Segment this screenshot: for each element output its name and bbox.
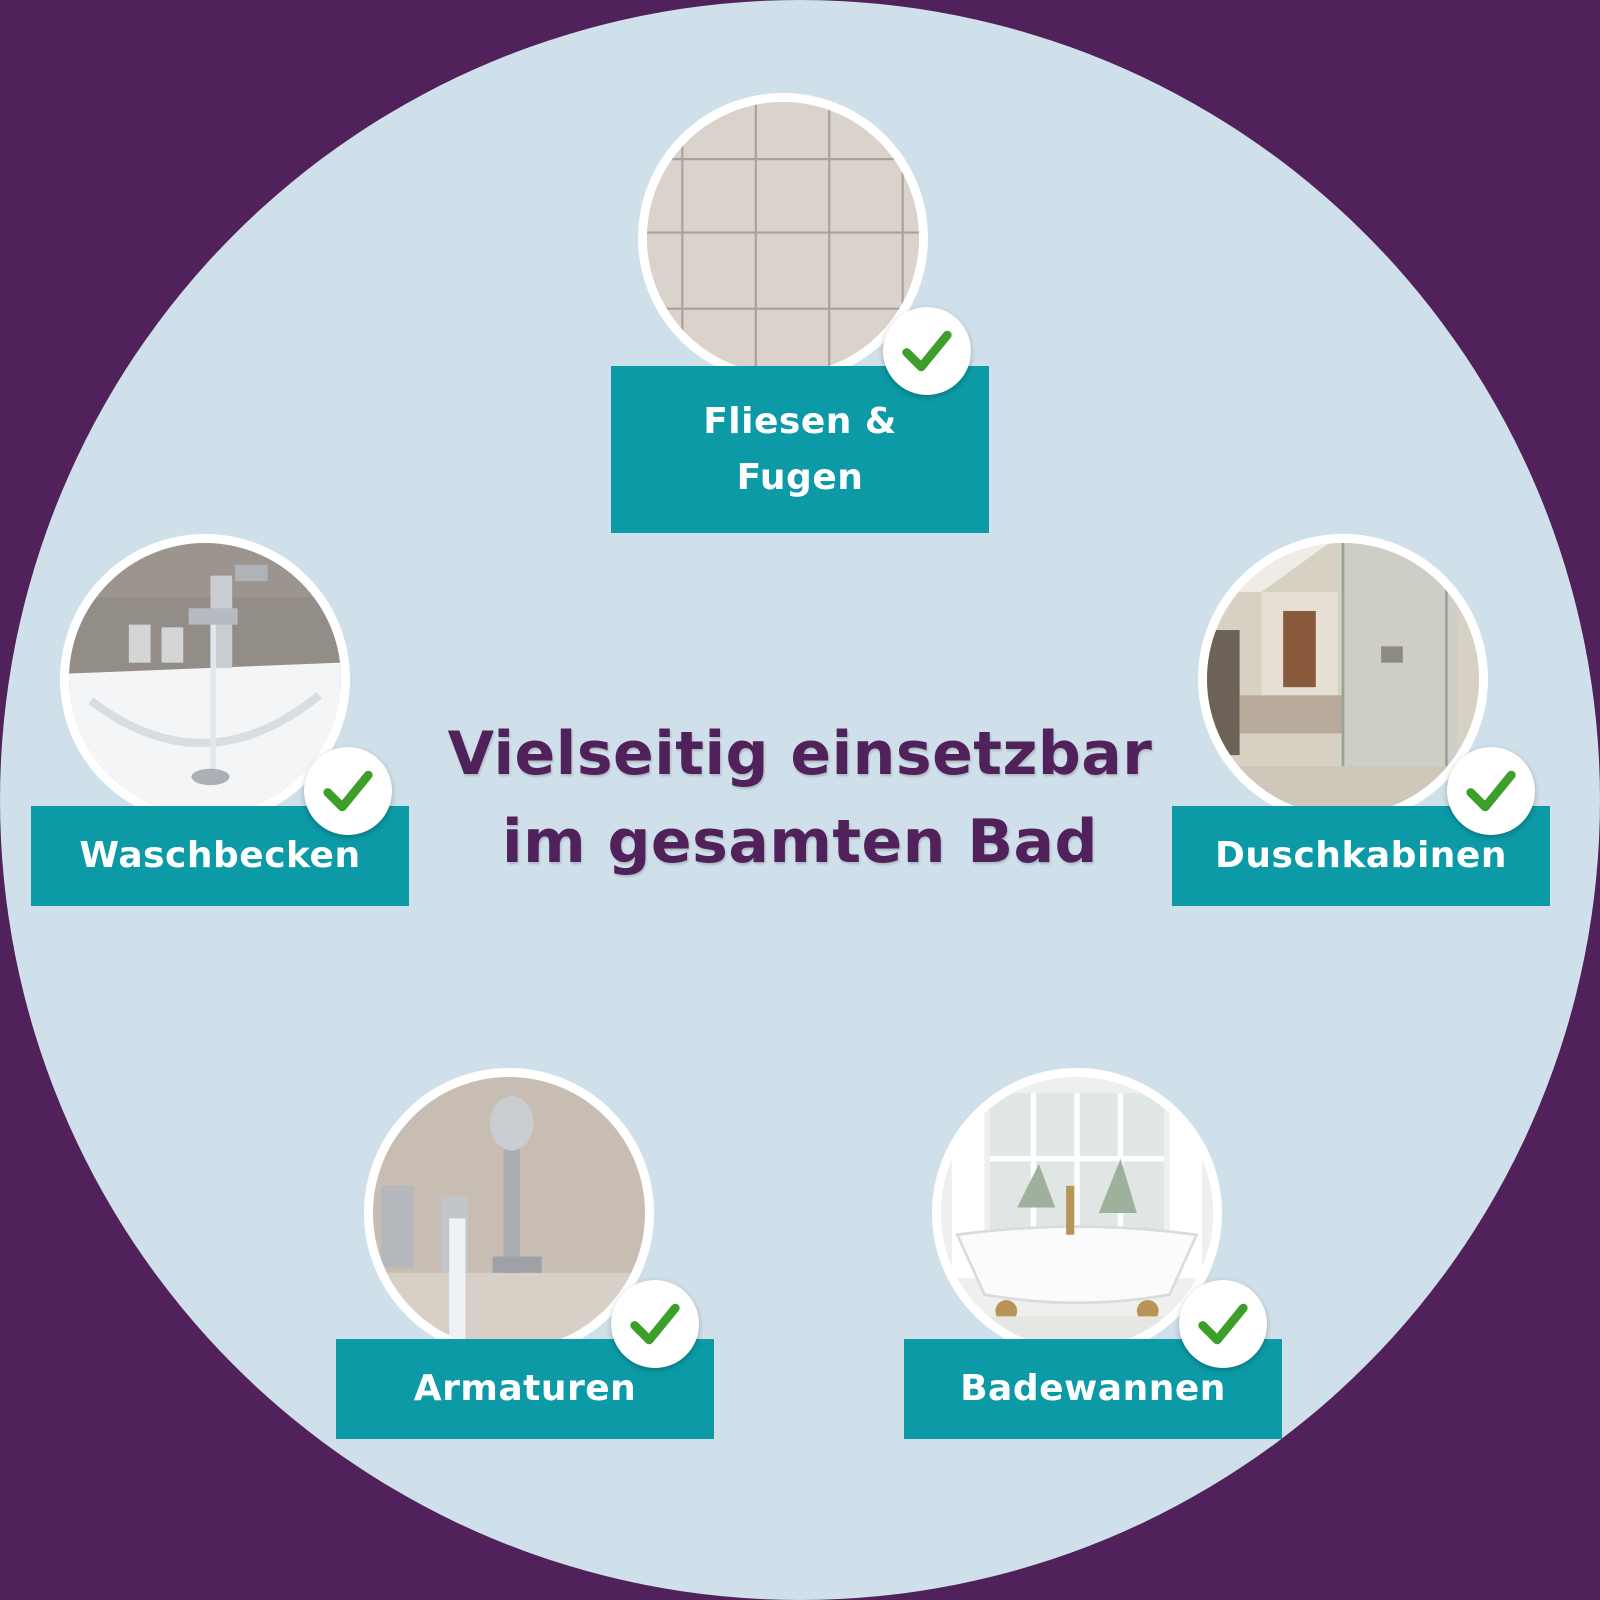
bathtub-photo bbox=[932, 1068, 1222, 1358]
shower-cabin-photo bbox=[1198, 534, 1488, 824]
tiles-photo bbox=[638, 93, 928, 383]
headline-line-2: im gesamten Bad bbox=[502, 807, 1098, 877]
fittings-photo bbox=[364, 1068, 654, 1358]
label-fittings-line-1: Armaturen bbox=[413, 1368, 637, 1409]
check-icon bbox=[883, 307, 971, 395]
bathtub-image bbox=[941, 1077, 1213, 1349]
label-sink: Waschbecken bbox=[31, 806, 409, 906]
label-sink-line-1: Waschbecken bbox=[79, 835, 361, 876]
shower-image bbox=[1207, 543, 1479, 815]
label-shower-line-1: Duschkabinen bbox=[1215, 835, 1507, 876]
sink-image bbox=[69, 543, 341, 815]
check-icon bbox=[1447, 747, 1535, 835]
label-tiles: Fliesen & Fugen bbox=[611, 366, 989, 533]
sink-faucet-photo bbox=[60, 534, 350, 824]
label-tiles-line-2: Fugen bbox=[736, 456, 864, 498]
label-tiles-line-1: Fliesen & bbox=[703, 400, 897, 442]
check-icon bbox=[304, 747, 392, 835]
fittings-image bbox=[373, 1077, 645, 1349]
check-icon bbox=[611, 1280, 699, 1368]
headline: Vielseitig einsetzbar im gesamten Bad bbox=[400, 710, 1200, 886]
check-icon bbox=[1179, 1280, 1267, 1368]
label-bathtub-line-1: Badewannen bbox=[960, 1368, 1226, 1409]
tiles-image bbox=[647, 102, 919, 374]
headline-line-1: Vielseitig einsetzbar bbox=[447, 719, 1153, 789]
